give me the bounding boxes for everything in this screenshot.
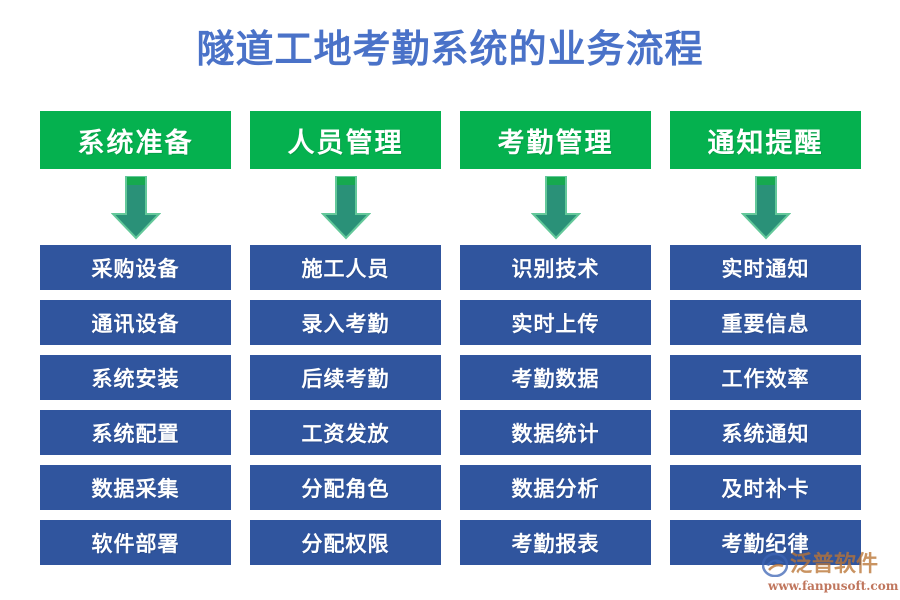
flow-item[interactable]: 工作效率: [670, 355, 861, 400]
flow-item[interactable]: 数据分析: [460, 465, 651, 510]
flow-item[interactable]: 考勤报表: [460, 520, 651, 565]
page-title: 隧道工地考勤系统的业务流程: [196, 26, 704, 71]
flow-item[interactable]: 数据统计: [460, 410, 651, 455]
flow-item[interactable]: 重要信息: [670, 300, 861, 345]
flow-item[interactable]: 录入考勤: [250, 300, 441, 345]
flow-item[interactable]: 通讯设备: [40, 300, 231, 345]
flow-item[interactable]: 识别技术: [460, 245, 651, 290]
column-arrow-4: [670, 169, 861, 246]
flow-item[interactable]: 系统安装: [40, 355, 231, 400]
column-items-3: 识别技术 实时上传 考勤数据 数据统计 数据分析 考勤报表: [460, 245, 651, 565]
flow-column-3: 考勤管理 识别技术 实时上传 考勤数据 数据统计 数据分析 考勤报表: [460, 111, 651, 565]
flow-item[interactable]: 软件部署: [40, 520, 231, 565]
down-arrow-icon: [320, 175, 371, 239]
flow-item[interactable]: 考勤纪律: [670, 520, 861, 565]
flow-item[interactable]: 及时补卡: [670, 465, 861, 510]
column-arrow-2: [250, 169, 441, 246]
flow-item[interactable]: 施工人员: [250, 245, 441, 290]
flow-column-4: 通知提醒 实时通知 重要信息 工作效率 系统通知 及时补卡 考勤纪律: [670, 111, 861, 565]
down-arrow-icon: [110, 175, 161, 239]
flow-item[interactable]: 实时上传: [460, 300, 651, 345]
flow-item[interactable]: 采购设备: [40, 245, 231, 290]
column-items-1: 采购设备 通讯设备 系统安装 系统配置 数据采集 软件部署: [40, 245, 231, 565]
flow-column-1: 系统准备 采购设备 通讯设备 系统安装 系统配置 数据采集 软件部署: [40, 111, 231, 565]
column-header-4[interactable]: 通知提醒: [670, 111, 861, 169]
flow-item[interactable]: 考勤数据: [460, 355, 651, 400]
flow-item[interactable]: 数据采集: [40, 465, 231, 510]
flow-column-2: 人员管理 施工人员 录入考勤 后续考勤 工资发放 分配角色 分配权限: [250, 111, 441, 565]
flow-item[interactable]: 实时通知: [670, 245, 861, 290]
flow-item[interactable]: 系统通知: [670, 410, 861, 455]
flow-item[interactable]: 分配权限: [250, 520, 441, 565]
watermark-url: www.fanpusoft.com: [768, 579, 899, 593]
column-arrow-1: [40, 169, 231, 246]
column-header-2[interactable]: 人员管理: [250, 111, 441, 169]
column-items-2: 施工人员 录入考勤 后续考勤 工资发放 分配角色 分配权限: [250, 245, 441, 565]
column-items-4: 实时通知 重要信息 工作效率 系统通知 及时补卡 考勤纪律: [670, 245, 861, 565]
flow-item[interactable]: 系统配置: [40, 410, 231, 455]
column-header-1[interactable]: 系统准备: [40, 111, 231, 169]
column-header-3[interactable]: 考勤管理: [460, 111, 651, 169]
flow-item[interactable]: 后续考勤: [250, 355, 441, 400]
column-arrow-3: [460, 169, 651, 246]
flow-item[interactable]: 分配角色: [250, 465, 441, 510]
down-arrow-icon: [530, 175, 581, 239]
flow-item[interactable]: 工资发放: [250, 410, 441, 455]
down-arrow-icon: [740, 175, 791, 239]
